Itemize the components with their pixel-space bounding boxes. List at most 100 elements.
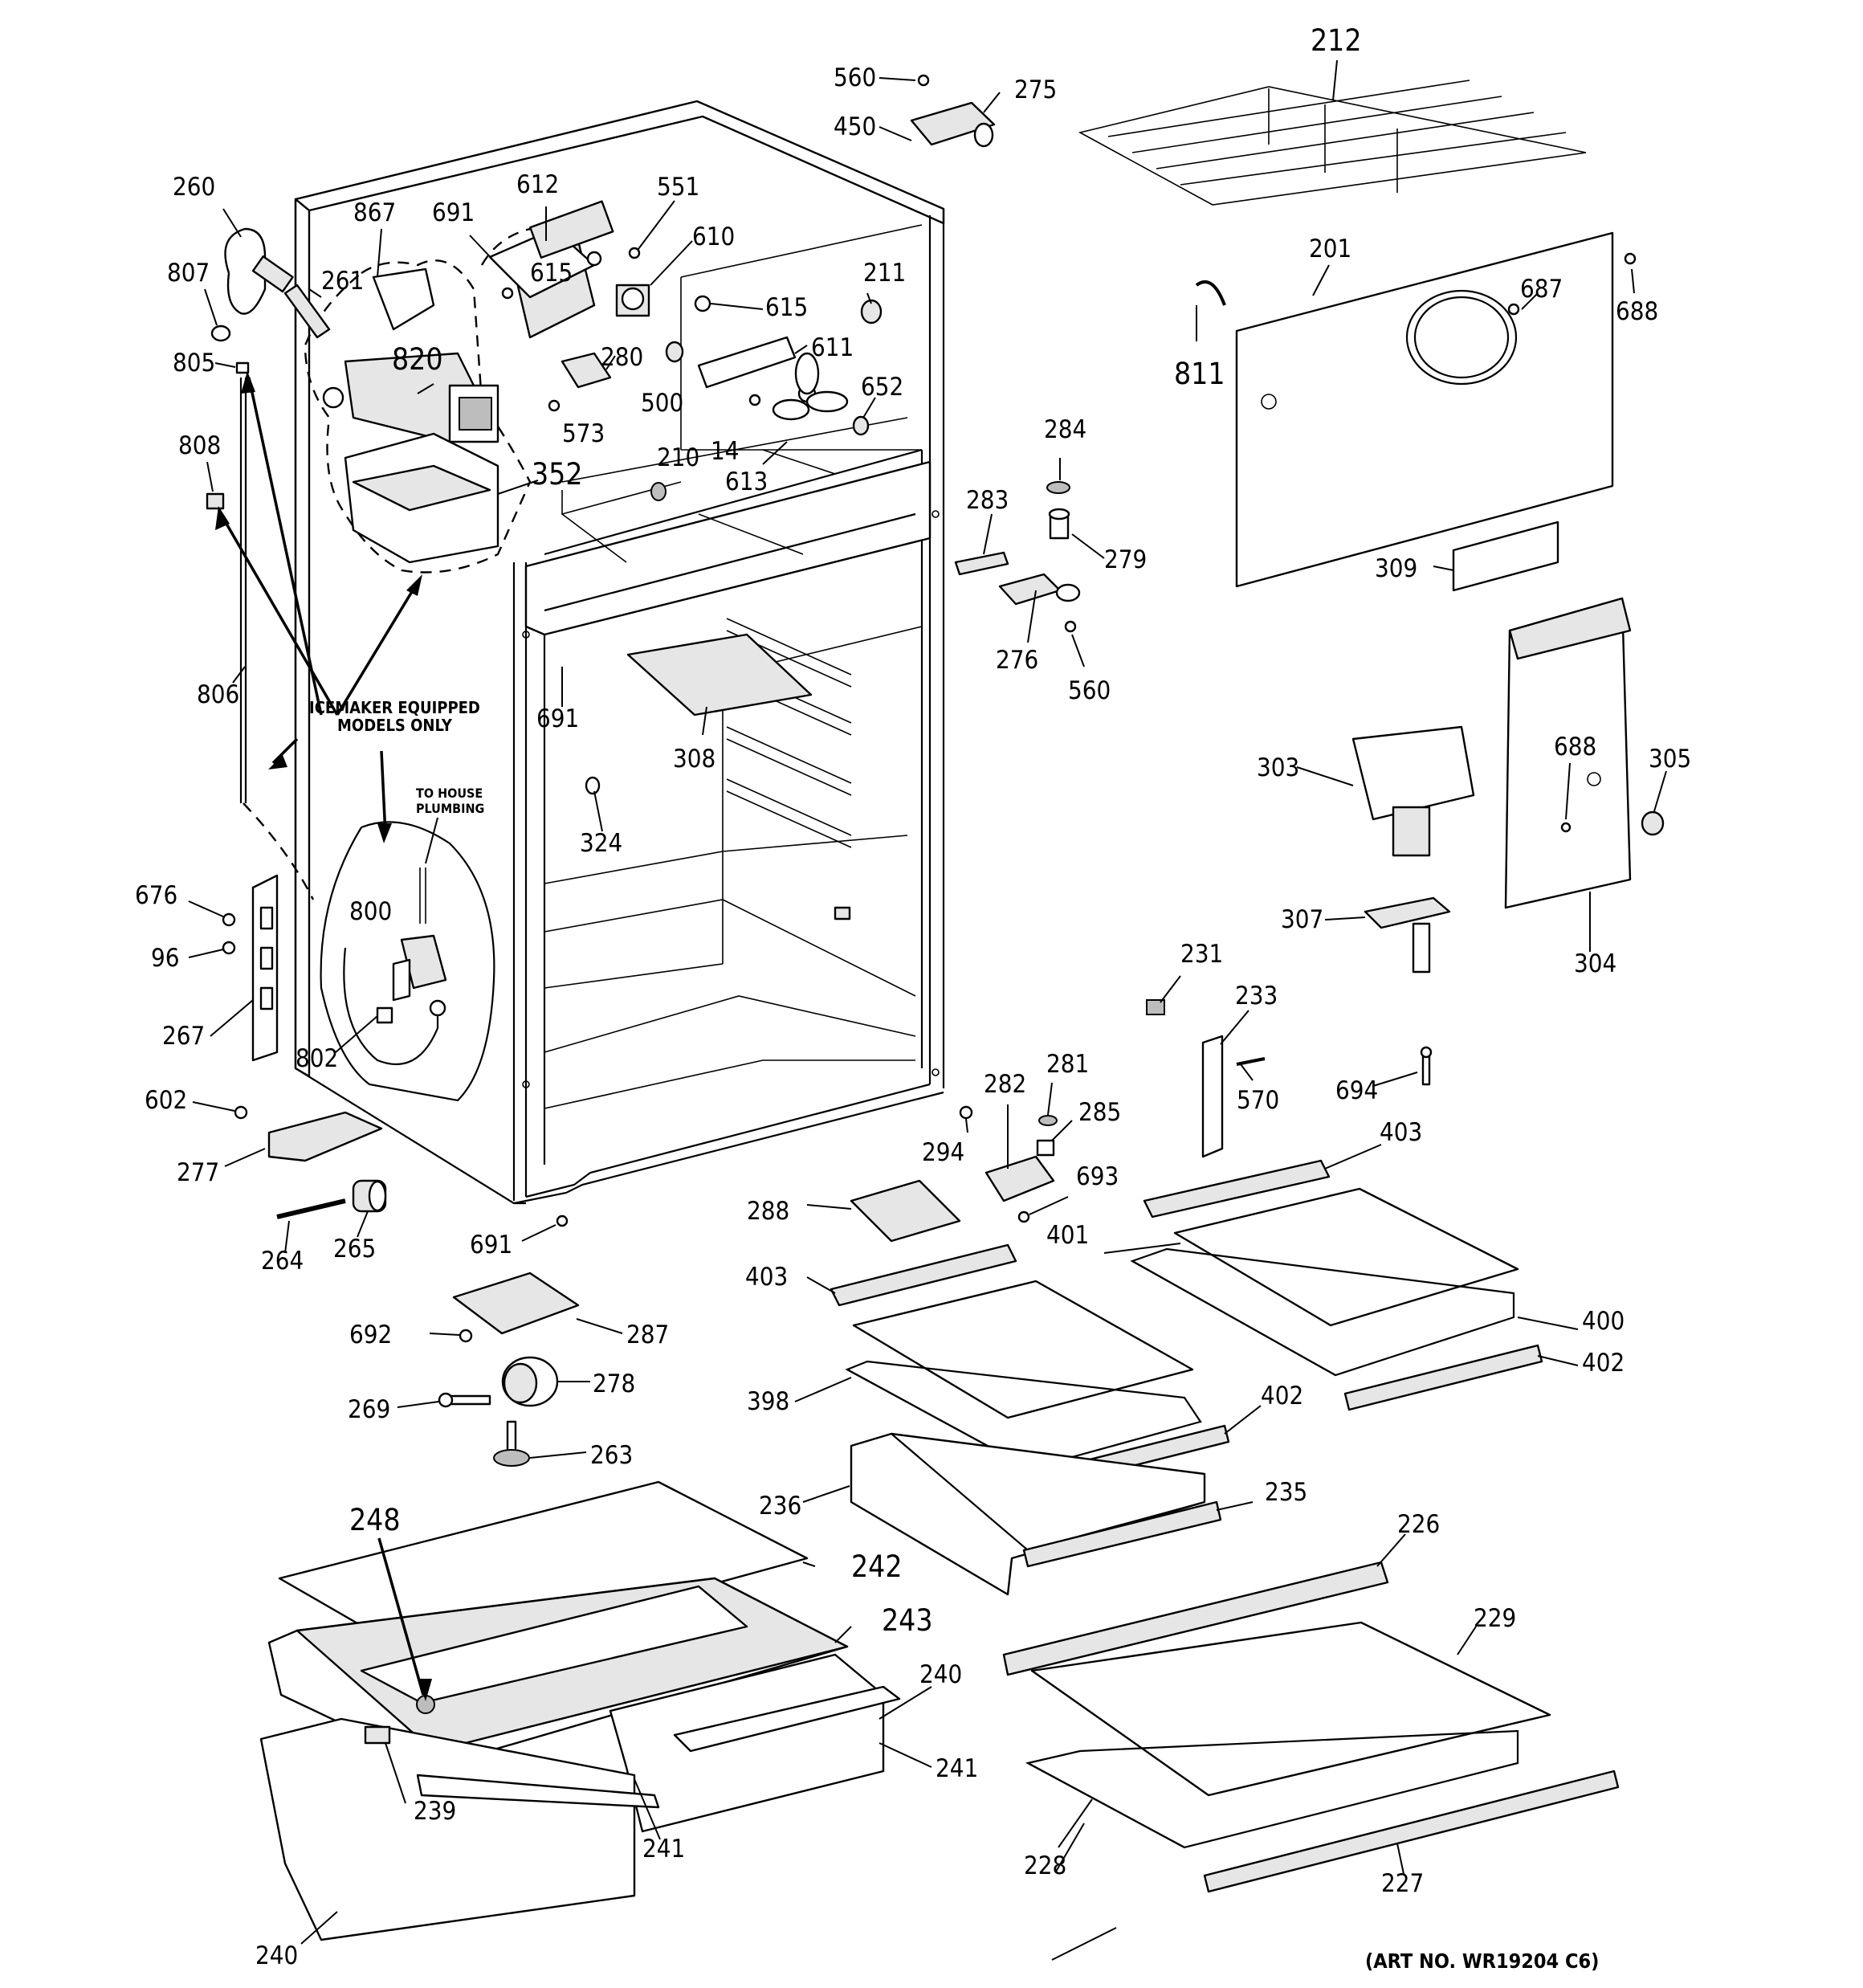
part-281-nut [1038,1115,1058,1126]
icemaker-note-line2: MODELS ONLY [337,716,453,735]
label-236: 236 [759,1492,801,1521]
part-688-screw [1624,252,1637,265]
label-693: 693 [1076,1162,1119,1191]
label-242: 242 [851,1549,903,1584]
part-275-hinge [910,101,996,148]
part-807 [210,325,231,342]
label-288: 288 [747,1197,789,1226]
label-226: 226 [1397,1510,1440,1539]
part-805 [235,361,250,374]
label-805: 805 [173,349,215,378]
label-352: 352 [532,457,583,492]
label-610: 610 [692,222,735,251]
part-211 [860,299,883,325]
label-305: 305 [1649,745,1691,774]
part-260-fill-cup [224,227,294,315]
label-808: 808 [178,431,221,460]
part-96-screw [222,941,236,955]
part-551-screw [628,247,641,259]
label-280: 280 [601,343,643,372]
label-400: 400 [1582,1307,1625,1336]
part-240-crisper-drawer-left [259,1717,660,1941]
label-402-b: 402 [1261,1382,1303,1410]
label-450: 450 [834,112,876,141]
part-573-screw [548,399,561,412]
part-288-hinge [850,1179,961,1243]
label-294: 294 [922,1138,964,1167]
part-279-pin [1048,508,1070,540]
label-282: 282 [984,1070,1026,1099]
icemaker-note-line1: ICEMAKER EQUIPPED [309,698,480,717]
label-212: 212 [1311,23,1362,58]
label-688: 688 [1616,297,1658,326]
label-241-b: 241 [642,1835,685,1863]
water-valve-detail [320,821,495,1102]
label-402: 402 [1582,1349,1625,1378]
label-233: 233 [1235,982,1278,1010]
part-228-frame [1025,1729,1519,1849]
part-611-bracket [697,336,797,389]
label-241: 241 [936,1754,978,1783]
part-304-cover [1504,597,1632,909]
label-403: 403 [745,1263,788,1292]
label-694: 694 [1335,1076,1378,1105]
label-652: 652 [861,373,903,402]
part-278-wheel [501,1356,559,1407]
label-551: 551 [657,173,699,202]
part-305-knob [1641,810,1665,836]
label-264: 264 [261,1247,304,1276]
part-235-trim [1022,1500,1222,1568]
label-687: 687 [1520,275,1563,304]
part-602-screw [234,1105,248,1120]
part-267-bracket [251,874,279,1062]
part-309-label [1452,520,1559,592]
label-691-c: 691 [470,1231,512,1259]
part-269-bolt [438,1392,491,1408]
label-806: 806 [197,680,239,709]
label-304: 304 [1574,949,1616,978]
label-229: 229 [1474,1604,1516,1633]
part-210 [650,482,667,501]
plumbing-note-line2: PLUMBING [416,801,484,816]
art-number: (ART NO. WR19204 C6) [1365,1949,1599,1973]
label-308: 308 [673,745,715,774]
part-324-plug [585,776,601,795]
part-400-shelf-frame [1130,1247,1515,1377]
part-308-shelf-bracket [626,633,813,716]
part-229-shelf-glass [1030,1621,1551,1797]
label-96: 96 [151,944,179,973]
label-800: 800 [349,897,392,926]
label-275: 275 [1014,76,1057,104]
label-240-b: 240 [255,1941,298,1970]
label-560: 560 [834,63,876,92]
part-652 [852,415,870,436]
part-676-screw [222,912,236,927]
part-694-screw [1420,1046,1433,1086]
label-281: 281 [1046,1050,1089,1079]
part-401-shelf-glass [1173,1187,1519,1327]
label-309: 309 [1375,554,1417,583]
label-500: 500 [641,389,683,418]
label-867: 867 [353,198,396,227]
label-239: 239 [414,1797,456,1826]
label-691-b: 691 [536,704,579,733]
part-307-slide [1364,896,1451,974]
part-303-housing [1351,725,1475,857]
part-500 [665,341,684,363]
label-240: 240 [919,1660,962,1689]
part-287-bracket [452,1272,580,1335]
part-201-rear-panel [1235,231,1614,588]
part-212-wire-shelf [1078,80,1587,206]
part-610-control [615,284,650,317]
part-interior-clip [834,906,851,921]
part-14-screw [748,394,761,406]
label-279: 279 [1104,545,1147,574]
plumbing-note-line1: TO HOUSE [416,786,483,801]
part-560-screw-top [917,74,930,87]
part-402-trim [1343,1344,1543,1411]
label-802: 802 [296,1044,338,1073]
label-267: 267 [162,1022,205,1051]
part-691-screw-bottom [556,1214,569,1227]
label-612: 612 [516,170,559,199]
